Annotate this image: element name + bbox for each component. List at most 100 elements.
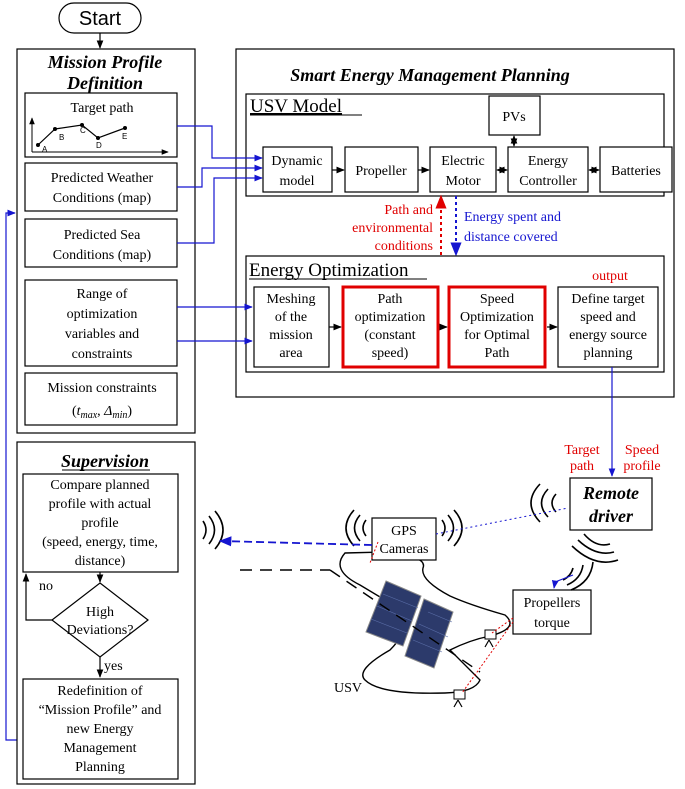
point-d: D	[96, 141, 102, 150]
constraints-line2: (tmax, Δmin)	[72, 404, 132, 421]
constraints-line1: Mission constraints	[47, 381, 156, 396]
yes-label: yes	[104, 659, 123, 674]
no-label: no	[39, 579, 53, 594]
usv-model-title: USV Model	[250, 96, 342, 117]
redefinition-box: Redefinition of “Mission Profile” and ne…	[22, 678, 179, 780]
point-a: A	[42, 145, 48, 154]
mission-profile-title-1: Mission Profile	[47, 52, 163, 72]
range-line3: variables and	[65, 327, 139, 342]
svg-text:torque: torque	[534, 616, 570, 631]
svg-text:profile with actual: profile with actual	[49, 497, 152, 512]
svg-text:“Mission Profile” and: “Mission Profile” and	[39, 703, 162, 718]
svg-text:GPS: GPS	[391, 524, 417, 539]
target-path-box: Target path A B C D E	[24, 92, 178, 158]
svg-text:Define target: Define target	[571, 292, 644, 307]
svg-text:new Energy: new Energy	[67, 722, 134, 737]
energy-spent-line1: Energy spent and	[464, 210, 561, 225]
speed-profile-label-2: profile	[623, 459, 660, 474]
range-line4: constraints	[72, 347, 133, 362]
supervision-signal-icon	[202, 510, 224, 550]
svg-text:Path: Path	[378, 292, 403, 307]
supervision-title: Supervision	[61, 451, 149, 471]
svg-text:High: High	[86, 605, 114, 620]
svg-text:of the: of the	[275, 310, 307, 325]
svg-text:Optimization: Optimization	[460, 310, 534, 325]
svg-text:Motor: Motor	[446, 174, 481, 189]
point-b: B	[59, 133, 64, 142]
weather-box: Predicted Weather Conditions (map)	[24, 162, 178, 212]
range-line2: optimization	[67, 307, 138, 322]
svg-text:Management: Management	[63, 741, 136, 756]
smart-energy-panel: Smart Energy Management Planning USV Mod…	[235, 48, 675, 398]
sea-line2: Conditions (map)	[53, 248, 152, 263]
weather-line1: Predicted Weather	[51, 171, 154, 186]
mission-to-model-connectors	[5, 125, 263, 741]
svg-text:Electric: Electric	[441, 154, 485, 169]
propellers-torque-box: Propellers torque	[512, 589, 592, 635]
svg-text:Cameras: Cameras	[380, 542, 429, 557]
mission-profile-panel: Mission Profile Definition Target path A…	[16, 48, 196, 434]
dynamic-model-box: Dynamic model	[262, 146, 333, 193]
svg-text:optimization: optimization	[355, 310, 426, 325]
target-path-label: Target path	[71, 101, 134, 116]
compare-box: Compare planned profile with actual prof…	[22, 473, 179, 573]
gps-to-supervision-arrow	[218, 536, 373, 547]
path-points: A B C D E	[36, 123, 127, 154]
path-env-line1: Path and	[384, 203, 433, 218]
weather-line2: Conditions (map)	[53, 191, 152, 206]
svg-text:Dynamic: Dynamic	[271, 154, 322, 169]
usv-model-panel: USV Model PVs Dynamic model Propeller El…	[245, 93, 673, 197]
gps-signal-icon	[345, 509, 463, 547]
svg-text:Redefinition of: Redefinition of	[57, 684, 142, 699]
target-path-label-2: path	[570, 459, 594, 474]
svg-text:Propellers: Propellers	[524, 596, 581, 611]
svg-text:Speed: Speed	[480, 292, 514, 307]
svg-text:for Optimal: for Optimal	[464, 328, 530, 343]
meshing-box: Meshing of the mission area	[253, 286, 330, 368]
svg-text:Remote: Remote	[582, 483, 639, 503]
svg-text:driver: driver	[589, 506, 634, 526]
range-box: Range of optimization variables and cons…	[24, 279, 178, 367]
mission-profile-title-2: Definition	[66, 73, 143, 93]
svg-text:mission: mission	[269, 328, 313, 343]
svg-text:Energy: Energy	[528, 154, 568, 169]
mission-constraints-box: Mission constraints (tmax, Δmin)	[24, 372, 178, 426]
svg-text:speed): speed)	[372, 346, 409, 361]
output-label: output	[592, 269, 628, 284]
energy-controller-box: Energy Controller	[507, 146, 589, 193]
batteries-box: Batteries	[599, 146, 673, 193]
svg-text:Controller: Controller	[519, 174, 577, 189]
svg-text:Compare planned: Compare planned	[50, 478, 149, 493]
pvs-box: PVs	[488, 95, 541, 136]
path-env-line2: environmental	[352, 221, 433, 236]
supervision-panel: Supervision Compare planned profile with…	[16, 441, 196, 785]
svg-text:(constant: (constant	[364, 328, 415, 343]
svg-text:area: area	[279, 346, 303, 361]
pvs-label: PVs	[502, 110, 525, 125]
svg-text:profile: profile	[81, 516, 118, 531]
solar-panel	[365, 580, 454, 669]
range-line1: Range of	[77, 287, 128, 302]
svg-text:(speed, energy, time,: (speed, energy, time,	[42, 535, 158, 550]
svg-text:Propeller: Propeller	[355, 164, 407, 179]
propeller-box: Propeller	[344, 146, 419, 193]
deviation-decision: High Deviations?	[51, 582, 149, 658]
path-optimization-box: Path optimization (constant speed)	[341, 285, 440, 369]
svg-text:Batteries: Batteries	[611, 164, 661, 179]
electric-motor-box: Electric Motor	[429, 146, 497, 193]
usv-illustration: USV	[240, 551, 511, 708]
sea-line1: Predicted Sea	[64, 228, 141, 243]
svg-text:distance): distance)	[75, 554, 126, 569]
start-terminal: Start	[58, 2, 142, 34]
svg-text:Planning: Planning	[75, 760, 125, 775]
point-c: C	[80, 126, 86, 135]
start-label: Start	[79, 8, 122, 30]
remote-driver-box: Remote driver	[569, 477, 653, 531]
svg-text:planning: planning	[584, 346, 633, 361]
path-env-line3: conditions	[375, 239, 433, 254]
target-path-label-1: Target	[564, 443, 599, 458]
svg-text:model: model	[280, 174, 315, 189]
energy-optimization-panel: Energy Optimization output Meshing of th…	[245, 255, 665, 373]
usv-model-arrows	[332, 135, 600, 174]
